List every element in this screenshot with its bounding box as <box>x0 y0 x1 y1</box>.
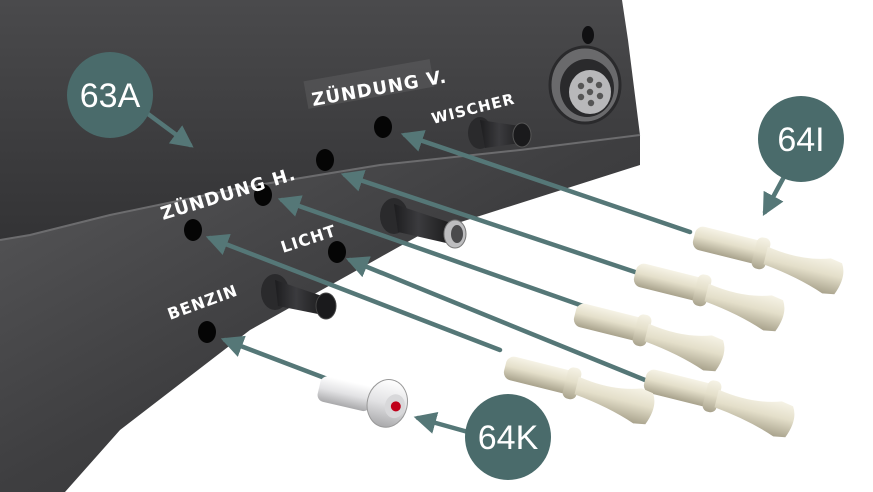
hole-benzin <box>198 321 216 343</box>
callout-64k: 64K <box>465 394 551 480</box>
hole-zundung-v <box>374 116 392 138</box>
arrows <box>137 105 788 435</box>
hole-zundung-h-upper <box>316 149 334 171</box>
callout-64i: 64I <box>758 96 844 182</box>
hole-licht <box>328 241 346 263</box>
knob-plug-1 <box>692 226 844 295</box>
callout-64k-label: 64K <box>478 419 539 457</box>
panel-top <box>0 0 640 240</box>
callout-63a-label: 63A <box>80 77 141 115</box>
arrow-64i-5 <box>205 233 503 353</box>
knob-plug-4 <box>643 369 795 438</box>
toggle-switch-benzin <box>261 274 337 320</box>
connector-socket <box>548 26 622 125</box>
switch-holes <box>184 116 392 343</box>
callout-64i-label: 64I <box>777 121 824 159</box>
hole-zundung-h <box>254 184 272 206</box>
knob-plug-3 <box>573 303 725 372</box>
panel-edge <box>0 134 641 241</box>
knob-plug-2 <box>633 263 785 332</box>
arrow-64i-1 <box>400 130 693 235</box>
arrow-64i-2 <box>340 170 638 275</box>
arrow-64i-3 <box>277 195 603 315</box>
hole-left <box>184 219 202 241</box>
arrow-64k-callout <box>413 412 471 435</box>
arrow-64i-callout <box>762 172 788 216</box>
toggle-switch-licht <box>380 198 467 249</box>
knob-plug-5 <box>503 356 655 425</box>
panel-front <box>0 135 640 492</box>
arrow-64i-4 <box>345 256 648 383</box>
ignition-key-part <box>317 376 409 428</box>
dashboard-panel <box>0 0 641 492</box>
callout-63a: 63A <box>67 52 153 138</box>
arrow-64k <box>220 335 333 383</box>
toggle-switch-wischer <box>468 117 532 149</box>
